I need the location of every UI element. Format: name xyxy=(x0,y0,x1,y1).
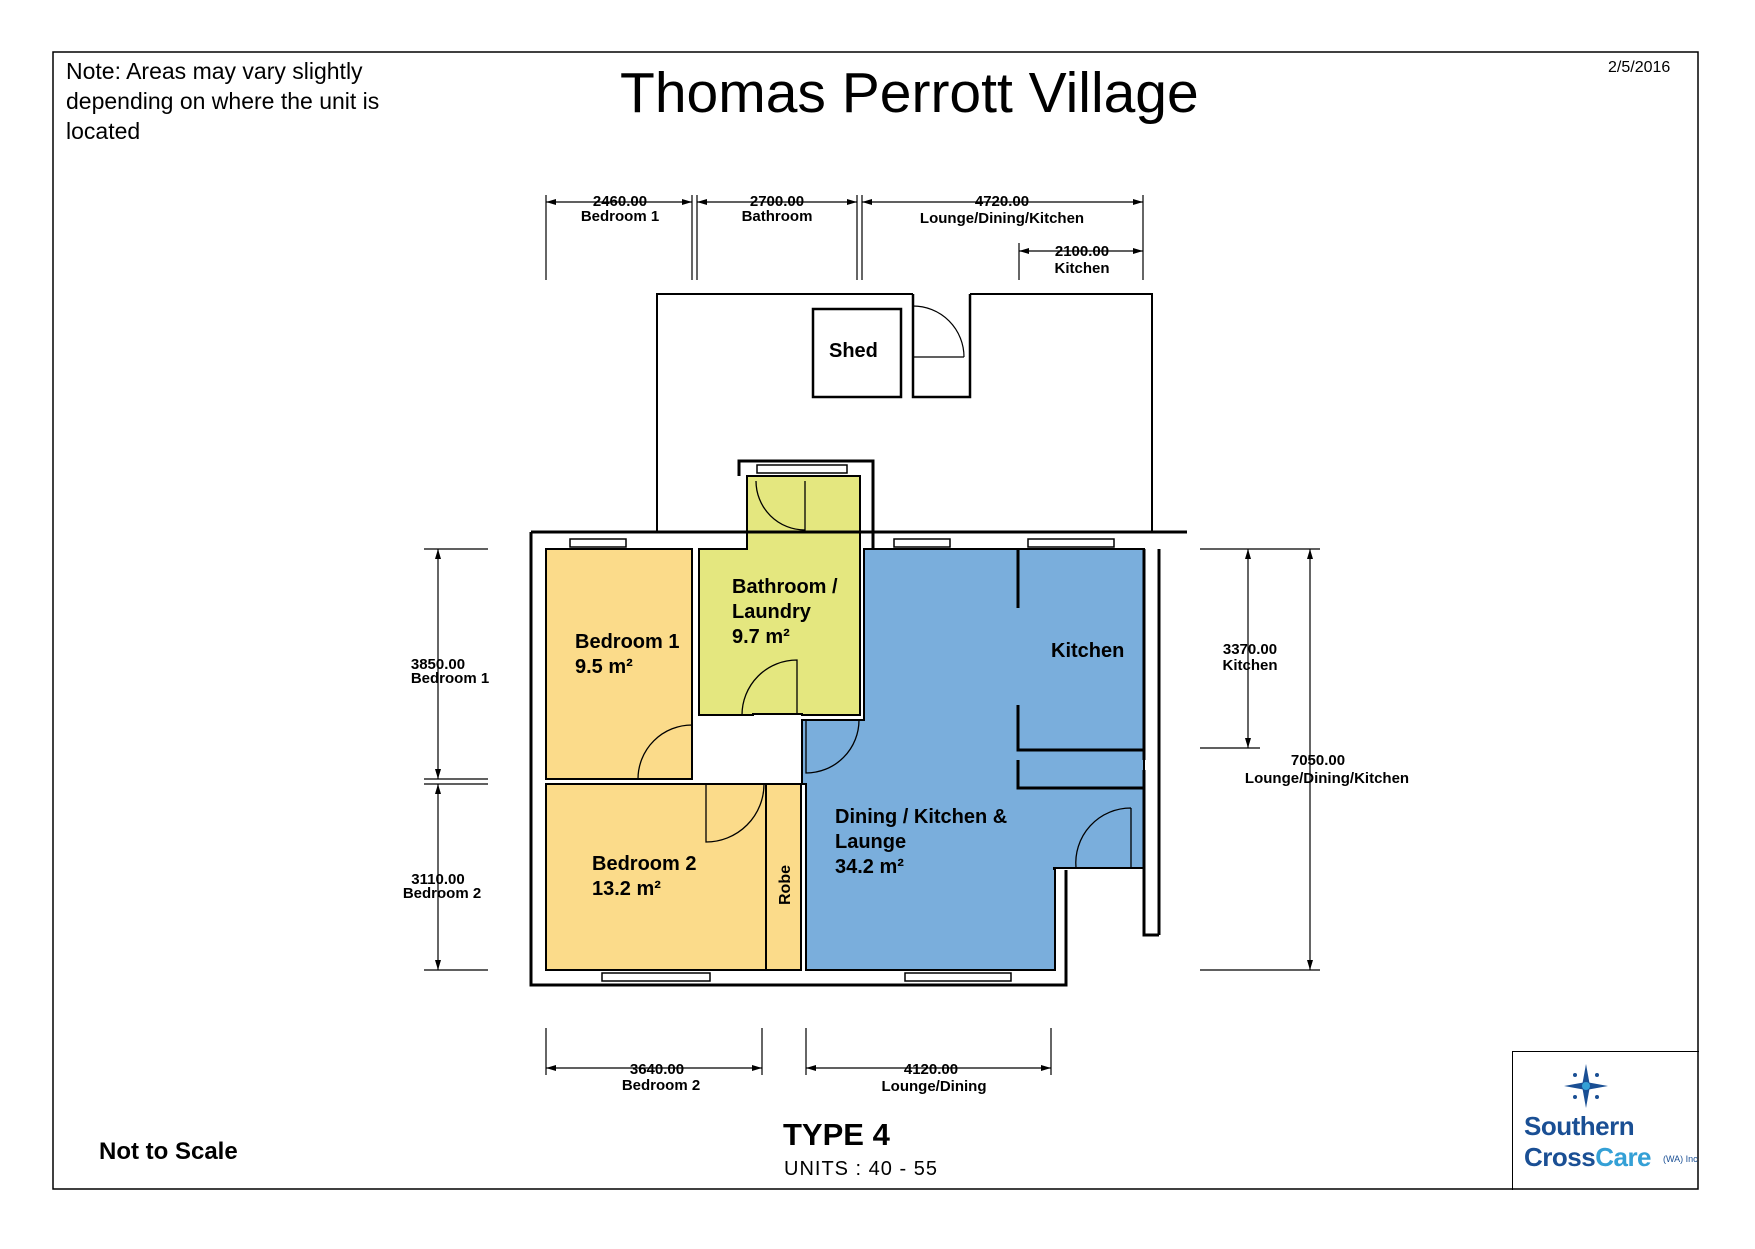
dining-label-line2: Launge xyxy=(835,831,906,853)
logo-box xyxy=(1512,1051,1699,1190)
dim-top-bathroom-label: Bathroom xyxy=(742,208,813,225)
gate-post xyxy=(911,294,972,399)
dim-top-kitchen-value: 2100.00 xyxy=(1055,243,1109,260)
bathroom-label-line2: Laundry xyxy=(732,601,812,623)
shed-outline xyxy=(811,307,903,399)
scale-note: Not to Scale xyxy=(99,1138,238,1165)
logo-text-wa: (WA) Inc xyxy=(1663,1154,1698,1164)
bathroom-wall xyxy=(737,459,875,549)
areas-note: Note: Areas may vary slightly depending … xyxy=(66,58,380,144)
dim-left-bedroom2-label: Bedroom 2 xyxy=(403,885,481,902)
dimension-labels: 2460.00 Bedroom 1 2700.00 Bathroom 4720.… xyxy=(403,193,1409,1095)
unit-range: UNITS : 40 - 55 xyxy=(784,1158,938,1180)
gate-swing xyxy=(912,305,965,358)
dim-right-kitchen-value: 3370.00 xyxy=(1223,641,1277,658)
unit-type: TYPE 4 xyxy=(783,1117,890,1152)
dim-top-kitchen-label: Kitchen xyxy=(1054,260,1109,277)
sheet-border xyxy=(52,51,1699,1190)
dim-top-lounge-label: Lounge/Dining/Kitchen xyxy=(920,210,1084,227)
door-swings xyxy=(637,480,1132,869)
bedroom-1-label: Bedroom 1 xyxy=(575,631,679,653)
dim-right-kitchen-label: Kitchen xyxy=(1222,657,1277,674)
dim-bottom-lounge-label: Lounge/Dining xyxy=(882,1078,987,1095)
room-labels: Shed Bathroom / Laundry 9.7 m² Bedroom 1… xyxy=(575,340,1124,905)
shed-label: Shed xyxy=(829,340,878,362)
dim-left-bedroom1-label: Bedroom 1 xyxy=(411,670,489,687)
outer-wall xyxy=(529,530,1187,987)
dim-top-lounge-value: 4720.00 xyxy=(975,193,1029,210)
dining-label-line1: Dining / Kitchen & xyxy=(835,806,1007,828)
dim-top-bathroom-value: 2700.00 xyxy=(750,193,804,210)
dim-top-bedroom1-label: Bedroom 1 xyxy=(581,208,659,225)
kitchen-partition xyxy=(1016,549,1144,790)
dim-bottom-bedroom2-label: Bedroom 2 xyxy=(622,1077,700,1094)
page-title: Thomas Perrott Village xyxy=(620,61,1199,125)
dim-bottom-lounge-value: 4120.00 xyxy=(904,1061,958,1078)
logo-emblem-icon xyxy=(1564,1064,1608,1108)
dim-bottom-bedroom2-value: 3640.00 xyxy=(630,1061,684,1078)
dim-right-lounge-value: 7050.00 xyxy=(1291,752,1345,769)
dim-left-bedroom2-value: 3110.00 xyxy=(411,871,464,888)
plan-date: 2/5/2016 xyxy=(1608,59,1671,76)
dining-area: 34.2 m² xyxy=(835,856,904,878)
bathroom-label-line1: Bathroom / xyxy=(732,576,838,598)
dim-top-bedroom1-value: 2460.00 xyxy=(593,193,647,210)
dim-left-bedroom1-value: 3850.00 xyxy=(411,656,465,673)
logo-text-southern: Southern xyxy=(1524,1111,1635,1141)
dimension-lines xyxy=(424,195,1320,1075)
bedroom-1-fill xyxy=(545,548,693,780)
robe-label: Robe xyxy=(777,865,794,905)
kitchen-label: Kitchen xyxy=(1051,640,1124,662)
bathroom-fill xyxy=(698,475,861,716)
logo-text-crosscare: CrossCare xyxy=(1524,1142,1652,1173)
windows xyxy=(569,464,1115,982)
yard-outline xyxy=(656,293,1153,532)
logo-text-care: Care xyxy=(1595,1142,1652,1172)
bathroom-area: 9.7 m² xyxy=(732,626,790,648)
bedroom-2-label: Bedroom 2 xyxy=(592,853,696,875)
dim-right-lounge-label: Lounge/Dining/Kitchen xyxy=(1245,770,1409,787)
bedroom-2-area: 13.2 m² xyxy=(592,878,661,900)
bedroom-1-area: 9.5 m² xyxy=(575,656,633,678)
logo-text-cross: Cross xyxy=(1524,1142,1596,1172)
dimension-arrows xyxy=(435,199,1313,1071)
robe-fill xyxy=(765,783,802,971)
bedroom-2-fill xyxy=(545,783,767,971)
